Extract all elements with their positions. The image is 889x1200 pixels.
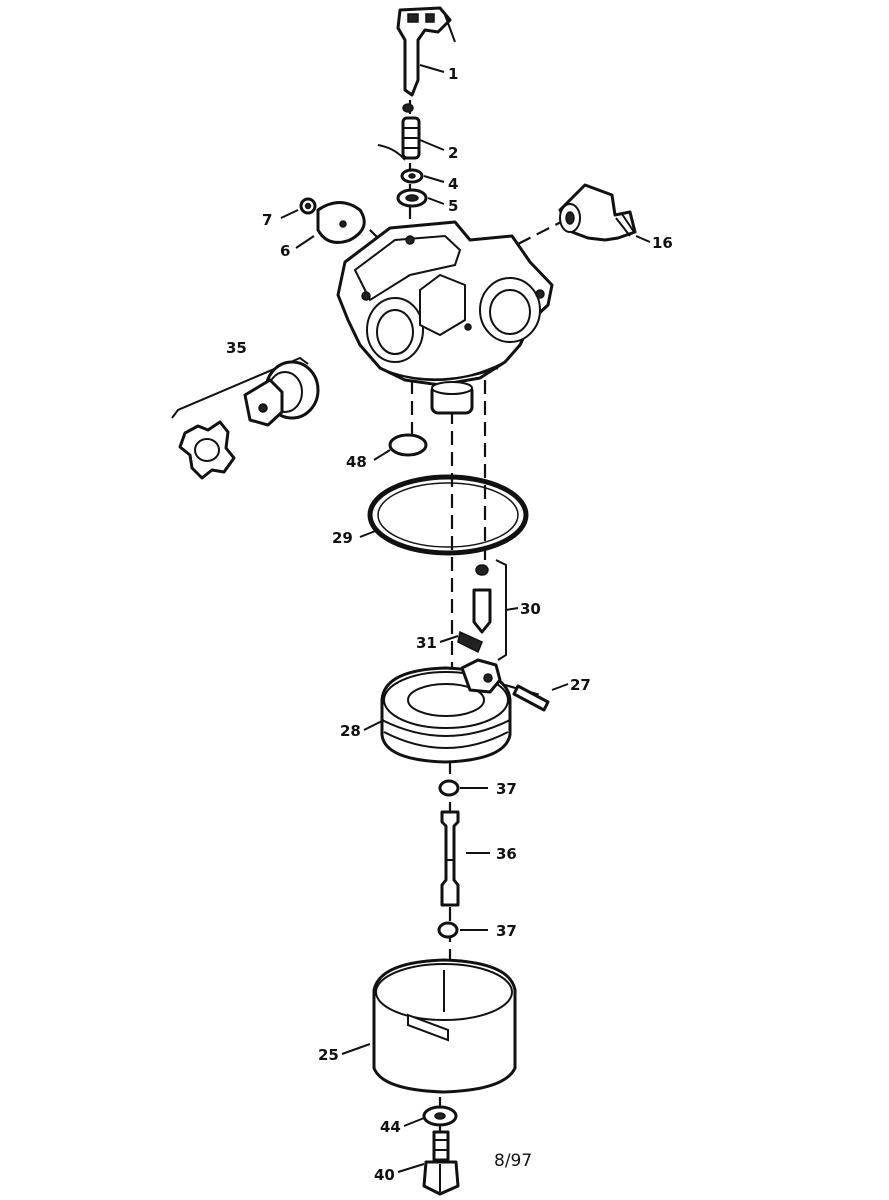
part-40-bowl-nut xyxy=(422,1130,460,1196)
label-part-1: 1 xyxy=(448,65,458,83)
label-part-35: 35 xyxy=(226,339,247,357)
part-29-gasket xyxy=(367,474,529,556)
part-5-seal xyxy=(396,188,428,208)
label-part-5: 5 xyxy=(448,197,458,215)
part-27-pin xyxy=(512,684,550,712)
label-part-37-upper: 37 xyxy=(496,780,517,798)
part-16-elbow-fitting xyxy=(558,183,637,242)
label-part-48: 48 xyxy=(346,453,367,471)
label-part-25: 25 xyxy=(318,1046,339,1064)
label-part-36: 36 xyxy=(496,845,517,863)
part-48-seal xyxy=(388,433,428,457)
part-44-washer xyxy=(422,1105,458,1127)
label-part-16: 16 xyxy=(652,234,673,252)
leader-lines xyxy=(280,64,651,1173)
part-4-washer xyxy=(400,168,424,184)
part-6-throttle-plate xyxy=(316,201,366,244)
carburetor-body xyxy=(336,220,554,415)
part-28-float xyxy=(380,658,512,764)
part-7-screw xyxy=(299,197,317,215)
label-part-30: 30 xyxy=(520,600,541,618)
label-part-29: 29 xyxy=(332,529,353,547)
label-part-7: 7 xyxy=(262,211,272,229)
label-part-44: 44 xyxy=(380,1118,401,1136)
part-30-needle-seat xyxy=(472,559,507,661)
part-25-float-bowl xyxy=(372,958,517,1094)
label-part-4: 4 xyxy=(448,175,458,193)
part-labels: 1 2 4 5 7 6 16 35 48 29 30 31 27 28 37 3… xyxy=(226,65,673,1184)
label-part-28: 28 xyxy=(340,722,361,740)
label-part-2: 2 xyxy=(448,144,458,162)
part-36-nozzle-shaft xyxy=(440,810,460,907)
label-part-37-lower: 37 xyxy=(496,922,517,940)
part-1-bracket xyxy=(396,6,456,97)
part-37-seal-upper xyxy=(438,779,460,797)
label-part-27: 27 xyxy=(570,676,591,694)
date-code: 8/97 xyxy=(494,1151,532,1171)
label-part-40: 40 xyxy=(374,1166,395,1184)
part-31-clip xyxy=(457,630,483,654)
label-part-31: 31 xyxy=(416,634,437,652)
label-part-6: 6 xyxy=(280,242,290,260)
part-2-needle-spring xyxy=(377,103,421,161)
part-35-primer-assembly xyxy=(171,356,320,480)
part-37-seal-lower xyxy=(437,921,459,939)
